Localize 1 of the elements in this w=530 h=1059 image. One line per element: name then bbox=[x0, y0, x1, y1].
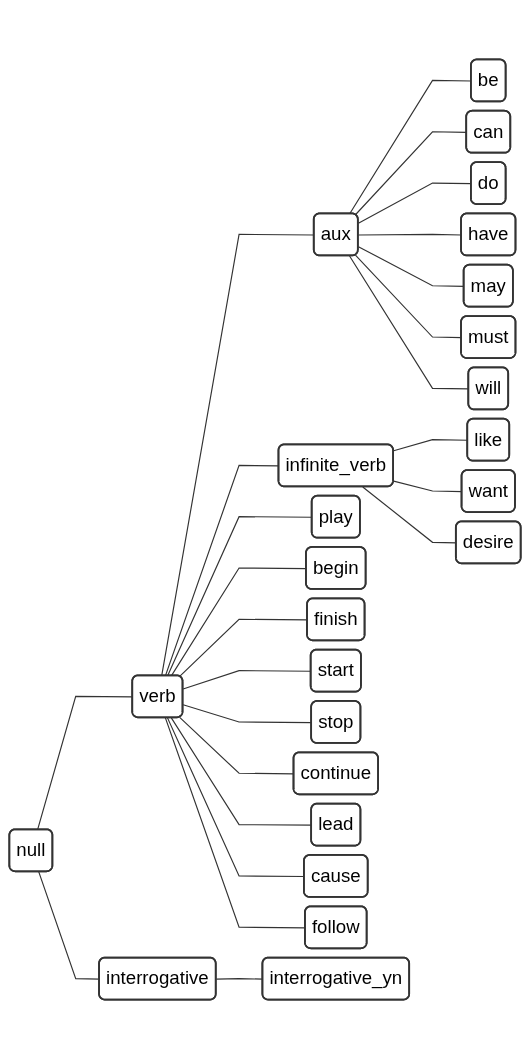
connector bbox=[170, 567, 308, 677]
